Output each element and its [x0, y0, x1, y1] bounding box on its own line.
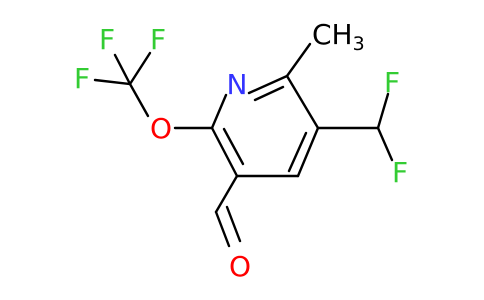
- bond-chf2-f-bottom: [376, 126, 394, 162]
- bond-cf3-f-top-right: [128, 51, 152, 86]
- atom-label-f-chf2-bottom: F: [392, 156, 408, 189]
- bond-c5-c6: [210, 126, 239, 178]
- atom-label-o-ether: O: [150, 112, 172, 145]
- bond-cho-o-2: [225, 205, 242, 243]
- bond-cho-o-1: [214, 210, 231, 248]
- bond-n-c2-inner: [253, 85, 285, 102]
- bond-c2-methyl: [285, 42, 312, 78]
- atom-label-f-chf2-top: F: [384, 66, 400, 99]
- bond-n-c2: [247, 74, 289, 95]
- bond-cf3-f-left: [93, 78, 132, 86]
- bond-cf3-f-top-left: [113, 53, 132, 86]
- bond-c3-c4-inner: [287, 131, 308, 173]
- bond-o-cf3: [128, 82, 150, 118]
- atom-label-nitrogen: N: [227, 68, 248, 101]
- bond-c5-c6-inner: [222, 127, 245, 166]
- bond-c5-cho: [214, 174, 239, 214]
- atom-label-f-cf3-top-left: F: [99, 23, 115, 56]
- bond-c6-n: [210, 93, 228, 130]
- bond-c3-c4: [296, 126, 320, 178]
- methyl-subscript: 3: [353, 33, 365, 55]
- bond-c2-c3: [285, 74, 320, 130]
- atom-label-f-cf3-left: F: [74, 62, 90, 95]
- bond-chf2-f-top: [376, 92, 390, 130]
- atom-label-f-cf3-top-right: F: [150, 23, 166, 56]
- atom-label-methyl: CH3: [312, 18, 365, 55]
- methyl-ch-text: CH: [312, 18, 353, 51]
- atom-label-o-aldehyde: O: [229, 250, 251, 283]
